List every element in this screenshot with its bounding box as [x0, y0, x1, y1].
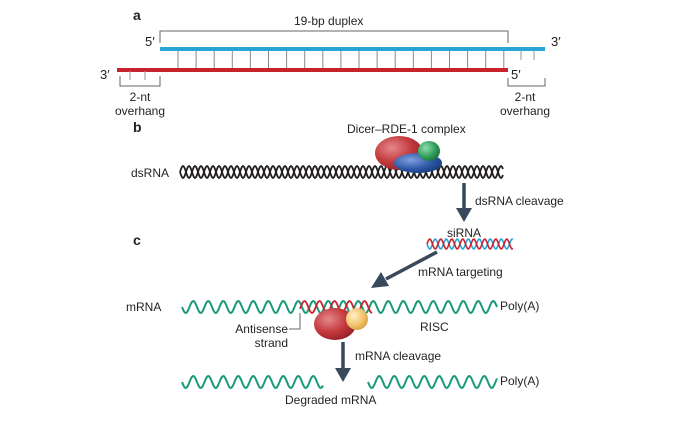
fragment-wave-left	[181, 374, 324, 390]
base-pair-ticks	[177, 51, 505, 68]
dsrna-cleavage-label: dsRNA cleavage	[475, 194, 564, 208]
fragment-wave-right	[367, 374, 498, 390]
mrna-targeting-label: mRNA targeting	[418, 265, 503, 279]
panel-label-a: a	[133, 7, 141, 23]
sense-5prime-label: 5′	[145, 34, 155, 49]
risc-label: RISC	[420, 320, 449, 334]
risc-large-subunit	[314, 308, 356, 340]
panel-c-risc-pathway	[181, 238, 514, 390]
overhang-bracket-right	[507, 78, 546, 87]
sirna-duplex	[426, 238, 514, 250]
sense-3prime-label: 3′	[551, 34, 561, 49]
dsrna-cleavage-arrow	[456, 183, 472, 222]
antisense-pointer	[289, 313, 301, 330]
antisense-3prime-label: 3′	[100, 67, 110, 82]
mrna-targeting-arrow	[371, 250, 438, 288]
duplex-length-label: 19-bp duplex	[294, 14, 364, 28]
sirna-antisense	[426, 238, 514, 250]
mrna-wave	[181, 299, 498, 315]
dsrna-label: dsRNA	[131, 166, 170, 180]
panel-a-sirna-structure	[117, 30, 546, 87]
mrna-label: mRNA	[126, 300, 162, 314]
rde1-green-subunit	[418, 141, 440, 161]
sirna-label: siRNA	[447, 226, 482, 240]
dicer-complex-label: Dicer–RDE-1 complex	[347, 122, 466, 136]
degraded-mrna-fragment-right	[367, 374, 498, 390]
mrna-cleavage-arrow	[335, 342, 351, 382]
overhang-bracket-left	[119, 76, 161, 87]
duplex-bracket	[159, 30, 509, 43]
degraded-mrna-label: Degraded mRNA	[285, 393, 377, 407]
dicer-complex	[375, 136, 442, 173]
panel-b-dicer-cleavage	[179, 136, 504, 222]
polya-label-bottom: Poly(A)	[500, 374, 540, 388]
dsrna-helix	[179, 164, 504, 180]
dsrna-strand-2	[179, 164, 504, 180]
mrna-cleavage-label: mRNA cleavage	[355, 349, 442, 363]
panel-label-b: b	[133, 119, 142, 135]
risc-small-subunit	[346, 308, 368, 330]
risc-complex	[314, 308, 368, 340]
polya-label-top: Poly(A)	[500, 299, 540, 313]
overhang-right-label: 2-nt overhang	[499, 90, 551, 118]
degraded-mrna-fragment-left	[181, 374, 324, 390]
antisense-strand-label: Antisense strand	[235, 322, 288, 350]
overhang-left-label: 2-nt overhang	[114, 90, 166, 118]
mrna-strand	[181, 299, 498, 315]
antisense-5prime-label: 5′	[511, 67, 521, 82]
panel-label-c: c	[133, 232, 141, 248]
